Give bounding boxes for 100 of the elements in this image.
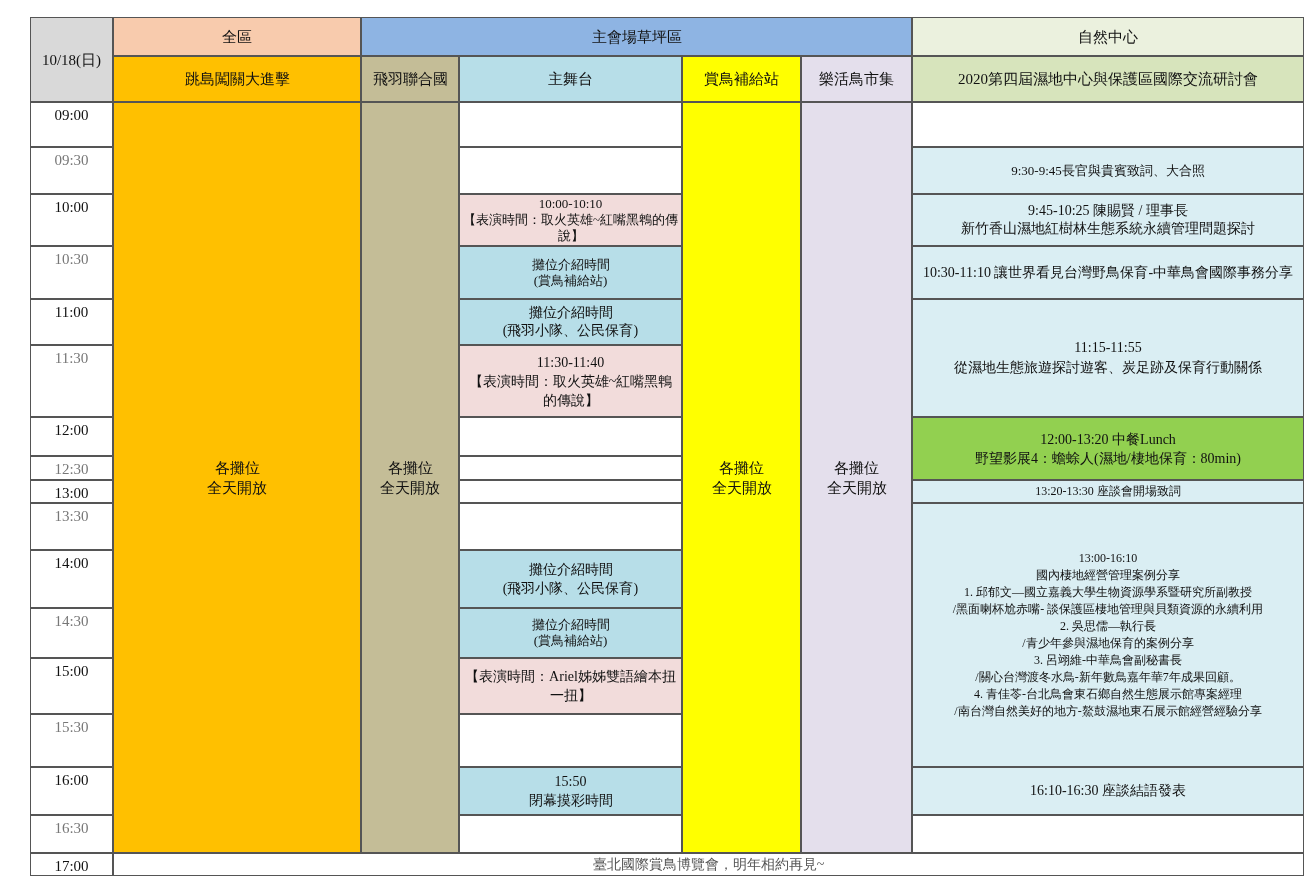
time-label: 11:30 [53,349,90,367]
event-text: 12:00-13:20 中餐Lunch [1039,430,1177,449]
venue-header [361,56,459,102]
event-text: (飛羽小隊、公民保育) [501,322,640,340]
event-text: 13:20-13:30 座談會開場致詞 [1034,484,1182,499]
date-header [30,17,113,102]
event-block [459,345,682,417]
time-slot [30,299,113,345]
event-text: 11:30-11:40 [535,353,606,372]
event-text: 全天開放 [206,478,268,498]
event-block [912,767,1304,815]
event-text: 16:10-16:30 座談結語發表 [1029,782,1187,800]
event-text: 各攤位 [213,458,261,478]
time-label: 14:00 [53,554,90,572]
event-text: 10:30-11:10 讓世界看見台灣野鳥保育-中華鳥會國際事務分享 [921,263,1295,282]
venue-title: 賞鳥補給站 [703,70,780,88]
event-text: 野望影展4：蟾蜍人(濕地/棲地保育：80min) [974,449,1242,468]
area-header [912,17,1304,56]
event-block [459,550,682,608]
time-label: 16:30 [53,819,90,837]
time-label: 13:30 [53,507,90,525]
event-block [459,658,682,714]
event-text: 11:15-11:55 [1073,339,1143,357]
time-label: 15:00 [53,662,90,680]
event-block [459,767,682,815]
time-slot [30,194,113,246]
time-slot [30,246,113,299]
venue-header [801,56,912,102]
venue-header [682,56,801,102]
time-label: 15:30 [53,718,90,736]
footer-text: 臺北國際賞鳥博覽會，明年相約再見~ [591,855,826,874]
event-text: 各攤位 [833,458,880,478]
event-text: 3. 呂翊維-中華鳥會副秘書長 [1033,652,1183,669]
area-title: 自然中心 [1077,27,1139,46]
time-slot [30,853,113,876]
venue-title: 2020第四屆濕地中心與保護區國際交流研討會 [957,70,1259,88]
time-slot [30,480,113,503]
venue-header [459,56,682,102]
event-text: (賞鳥補給站) [532,633,609,649]
area-header [361,17,912,56]
time-label: 10:00 [53,198,90,216]
event-text: (飛羽小隊、公民保育) [501,580,640,598]
area-header [113,17,361,56]
event-block [912,246,1304,299]
event-text: 全天開放 [710,478,773,498]
event-block [459,246,682,299]
event-text: 從濕地生態旅遊探討遊客、炭足跡及保育行動關係 [953,359,1263,377]
time-slot [30,345,113,417]
footer-banner [113,853,1304,876]
time-slot [30,417,113,456]
event-text: 攤位介紹時間 [530,256,611,273]
event-text: 1. 邱郁文—國立嘉義大學生物資源學系暨研究所副教授 [963,584,1253,601]
event-block [912,194,1304,246]
time-label: 12:30 [53,460,90,478]
time-slot [30,608,113,658]
time-label: 12:00 [53,421,90,439]
time-slot [30,102,113,147]
event-text: 全天開放 [379,478,441,498]
event-text: 【表演時間：Ariel姊姊雙語繪本扭一扭】 [464,668,677,705]
event-block [912,417,1304,480]
booth-column [682,102,801,853]
area-title: 全區 [221,27,253,46]
event-block [912,503,1304,767]
event-block [459,608,682,658]
event-text: 攤位介紹時間 [530,617,611,633]
event-block [459,194,682,246]
date-label: 10/18(日) [40,50,103,69]
time-label: 10:30 [53,250,90,268]
event-block [912,480,1304,503]
time-slot [30,815,113,853]
time-label: 13:00 [53,484,90,502]
event-text: 國內棲地經營管理案例分享 [1035,567,1181,584]
time-slot [30,714,113,767]
event-text: /南台灣自然美好的地方-鰲鼓濕地東石展示館經營經驗分享 [953,703,1263,720]
area-title: 主會場草坪區 [590,27,683,46]
time-label: 11:00 [53,303,90,321]
event-text: 13:00-16:10 [1077,550,1139,567]
event-text: 新竹香山濕地紅樹林生態系統永續管理問題探討 [960,220,1256,238]
time-slot [30,550,113,608]
event-text: 各攤位 [718,458,765,478]
time-label: 16:00 [53,771,90,789]
time-label: 17:00 [53,857,90,875]
booth-column [801,102,912,853]
booth-column [361,102,459,853]
event-text: 10:00-10:10 [537,196,604,212]
event-text: 9:30-9:45長官與貴賓致詞、大合照 [1010,162,1206,179]
event-text: 閉幕摸彩時間 [527,792,614,810]
event-text: 15:50 [553,773,588,791]
event-text: 攤位介紹時間 [527,561,614,579]
booth-column [113,102,361,853]
event-text: 攤位介紹時間 [527,304,614,322]
time-label: 09:00 [53,106,90,124]
venue-title: 飛羽聯合國 [371,70,449,88]
event-block [912,147,1304,194]
time-slot [30,658,113,714]
event-text: 9:45-10:25 陳賜賢 / 理事長 [1027,202,1189,220]
venue-title: 樂活鳥市集 [818,70,895,88]
event-text: 各攤位 [386,458,434,478]
event-text: 【表演時間：取火英雄~紅嘴黑鵯的傳說】 [461,212,679,244]
venue-header [912,56,1304,102]
